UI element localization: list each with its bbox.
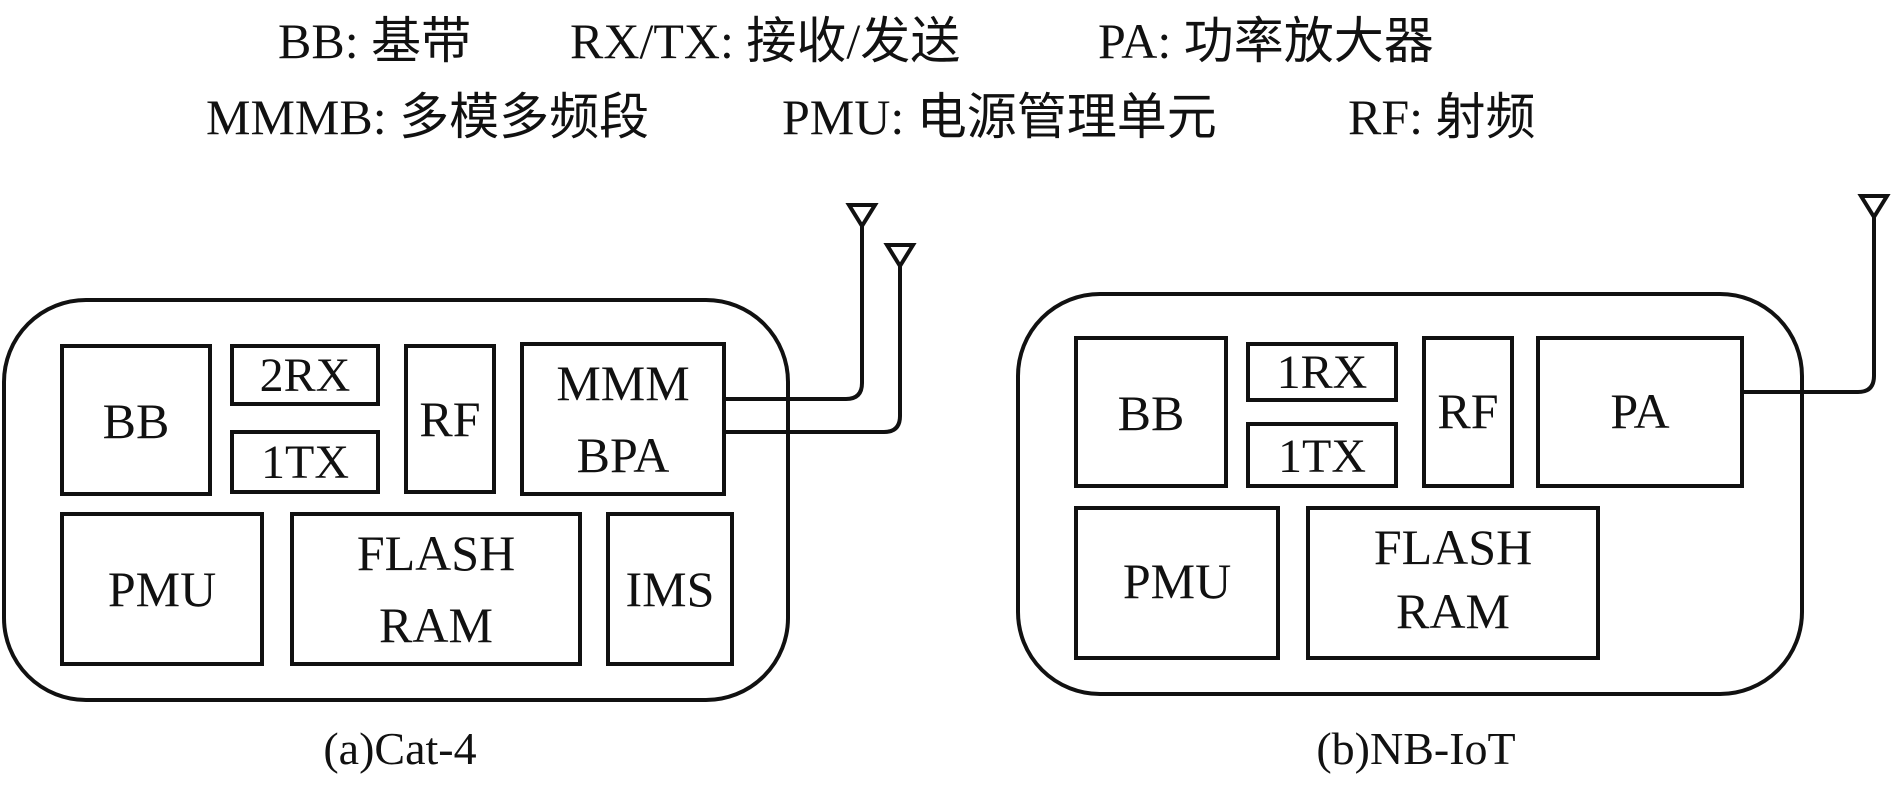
nbiot-pmu-block bbox=[1074, 506, 1280, 660]
cat4-ims-block bbox=[606, 512, 734, 666]
nbiot-pa-block bbox=[1536, 336, 1744, 488]
legend-rf: RF: 射频 bbox=[1348, 89, 1536, 145]
cat4-rx-block bbox=[230, 344, 380, 406]
nbiot-bb-label: BB bbox=[1118, 385, 1185, 441]
cat4-flash-ram-block bbox=[290, 512, 582, 666]
cat4-rf-label: RF bbox=[419, 391, 480, 447]
cat4-mmmbpa-label-line1: MMM bbox=[556, 355, 689, 411]
nbiot-tx-block bbox=[1246, 422, 1398, 488]
nbiot-pa-label: PA bbox=[1610, 383, 1669, 439]
nbiot-antenna-wire bbox=[1742, 214, 1876, 394]
cat4-mmmbpa-block bbox=[520, 342, 726, 496]
legend-pa: PA: 功率放大器 bbox=[1098, 13, 1434, 69]
cat4-antenna-2-icon bbox=[883, 243, 917, 270]
cat4-pmu-block bbox=[60, 512, 264, 666]
nbiot-pmu-label: PMU bbox=[1123, 553, 1231, 609]
nbiot-rx-block bbox=[1246, 342, 1398, 402]
cat4-antenna-wire-1 bbox=[724, 222, 864, 401]
nbiot-rx-label: 1RX bbox=[1277, 346, 1368, 399]
cat4-pmu-label: PMU bbox=[108, 561, 216, 617]
nbiot-tx-label: 1TX bbox=[1278, 430, 1366, 483]
cat4-tx-label: 1TX bbox=[261, 436, 349, 489]
cat4-tx-block bbox=[230, 430, 380, 494]
nbiot-ram-label: RAM bbox=[1396, 583, 1510, 639]
cat4-rf-block bbox=[404, 344, 496, 494]
cat4-ims-label: IMS bbox=[626, 561, 715, 617]
nbiot-caption: (b)NB-IoT bbox=[1316, 723, 1515, 774]
legend-bb: BB: 基带 bbox=[278, 13, 471, 69]
cat4-module: BB 2RX 1TX RF MMM BPA PMU FLASH RAM IMS … bbox=[2, 203, 917, 774]
legend-mmmb: MMMB: 多模多频段 bbox=[206, 89, 649, 145]
legend: BB: 基带 RX/TX: 接收/发送 PA: 功率放大器 MMMB: 多模多频… bbox=[206, 13, 1536, 145]
cat4-ram-label: RAM bbox=[379, 597, 493, 653]
cat4-flash-label: FLASH bbox=[357, 525, 515, 581]
cat4-mmmbpa-label-line2: BPA bbox=[577, 427, 670, 483]
cat4-antenna-wire-2 bbox=[724, 262, 902, 434]
cat4-bb-block bbox=[60, 344, 212, 496]
nbiot-module: BB 1RX 1TX RF PA PMU FLASH RAM (b)NB-IoT bbox=[1016, 194, 1891, 774]
nbiot-flash-ram-block bbox=[1306, 506, 1600, 660]
legend-rxtx: RX/TX: 接收/发送 bbox=[570, 13, 960, 69]
cat4-caption: (a)Cat-4 bbox=[323, 723, 476, 774]
nbiot-rf-label: RF bbox=[1437, 383, 1498, 439]
cat4-rx-label: 2RX bbox=[260, 349, 351, 402]
legend-pmu: PMU: 电源管理单元 bbox=[782, 89, 1217, 145]
nbiot-rf-block bbox=[1422, 336, 1514, 488]
cat4-antenna-1-icon bbox=[845, 203, 879, 230]
nbiot-bb-block bbox=[1074, 336, 1228, 488]
nbiot-antenna-icon bbox=[1857, 194, 1891, 221]
cat4-bb-label: BB bbox=[103, 393, 170, 449]
nbiot-flash-label: FLASH bbox=[1374, 519, 1532, 575]
